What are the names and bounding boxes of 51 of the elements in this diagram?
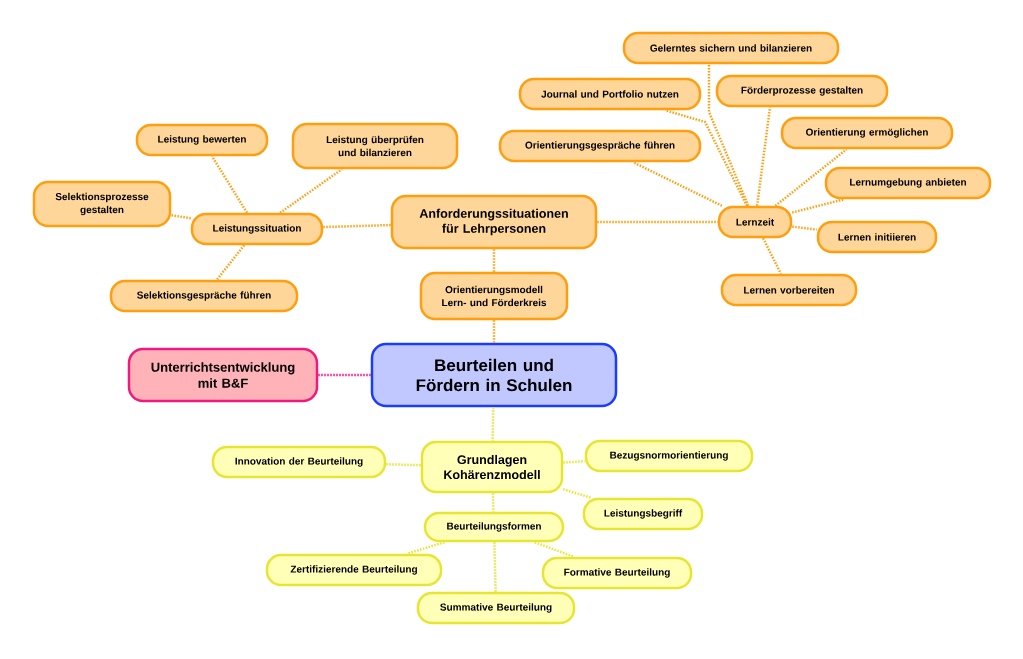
connector-line bbox=[491, 493, 495, 512]
connector-line bbox=[762, 237, 782, 275]
topic-box: Innovation der Beurteilung bbox=[211, 445, 387, 479]
topic-box: Leistungssituation bbox=[190, 212, 324, 246]
topic-box: Zertifizierende Beurteilung bbox=[265, 553, 443, 587]
topic-box: Journal und Portfolio nutzen bbox=[518, 77, 702, 111]
connector-line bbox=[493, 542, 497, 592]
topic-box: Orientierung ermöglichen bbox=[780, 116, 954, 150]
topic-box: Lernzeit bbox=[717, 205, 793, 239]
topic-box: Bezugsnormorientierung bbox=[584, 439, 754, 473]
connector-line bbox=[323, 223, 391, 229]
connector-line bbox=[707, 64, 750, 207]
topic-box: Unterrichtsentwicklung mit B&F bbox=[127, 347, 319, 403]
topic-box: Lernumgebung anbieten bbox=[824, 166, 992, 200]
topic-box: Leistung überprüfen und bilanzieren bbox=[291, 122, 459, 170]
topic-box: Grundlagen Kohärenzmodell bbox=[420, 440, 564, 494]
connector-line bbox=[279, 168, 343, 214]
topic-box: Lernen vorbereiten bbox=[720, 273, 858, 307]
connector-line bbox=[534, 541, 574, 558]
connector-line bbox=[563, 460, 585, 464]
central-topic-box: Beurteilen und Fördern in Schulen bbox=[370, 342, 618, 408]
connector-line bbox=[491, 407, 495, 441]
topic-box: Selektionsgespräche führen bbox=[109, 279, 299, 313]
connector-line bbox=[774, 148, 848, 207]
topic-box: Leistungsbegriff bbox=[582, 497, 704, 531]
topic-box: Lernen initiieren bbox=[816, 220, 938, 254]
topic-box: Anforderungssituationen für Lehrpersonen bbox=[390, 194, 598, 250]
topic-box: Leistung bewerten bbox=[135, 123, 269, 157]
connector-line bbox=[406, 541, 445, 555]
topic-box: Selektionsprozesse gestalten bbox=[32, 180, 172, 228]
connector-line bbox=[492, 249, 496, 272]
connector-line bbox=[664, 109, 748, 207]
topic-box: Gelerntes sichern und bilanzieren bbox=[622, 31, 840, 65]
connector-line bbox=[492, 320, 496, 343]
connector-line bbox=[791, 198, 845, 214]
connector-line bbox=[318, 373, 371, 377]
topic-box: Förderprozesse gestalten bbox=[715, 74, 889, 108]
topic-box: Formative Beurteilung bbox=[541, 556, 693, 590]
topic-box: Beurteilungsformen bbox=[423, 511, 565, 543]
connector-line bbox=[792, 225, 817, 231]
topic-box: Summative Beurteilung bbox=[416, 591, 576, 625]
connector-line bbox=[632, 161, 723, 207]
connector-line bbox=[562, 487, 592, 499]
connector-line bbox=[215, 244, 246, 281]
connector-line bbox=[755, 107, 772, 206]
connector-line bbox=[597, 220, 718, 224]
topic-box: Orientierungsgespräche führen bbox=[498, 129, 702, 163]
connector-line bbox=[171, 213, 191, 220]
connector-line bbox=[210, 155, 249, 214]
topic-box: Orientierungsmodell Lern- und Förderkreis bbox=[419, 271, 569, 321]
connector-line bbox=[386, 463, 421, 467]
